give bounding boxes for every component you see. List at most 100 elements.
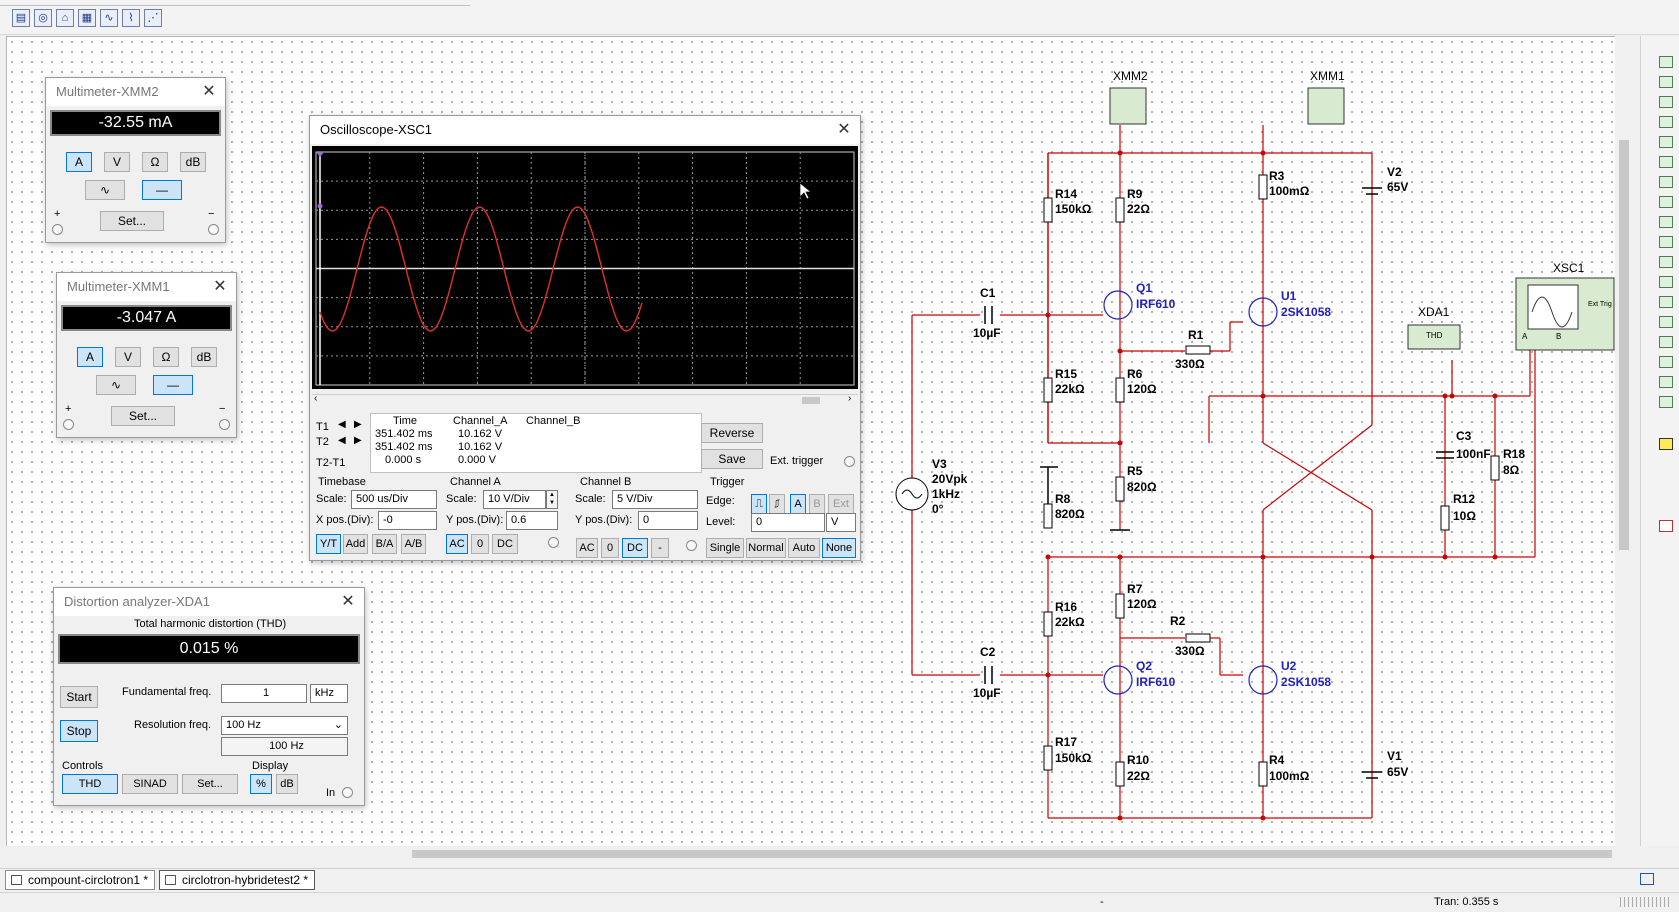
trigger-auto-button[interactable]: Auto <box>788 538 820 558</box>
instrument-icon[interactable] <box>1659 316 1673 328</box>
volts-button[interactable]: V <box>115 347 141 367</box>
ac-mode-button[interactable]: ∿ <box>96 375 136 395</box>
channel-b-ac-button[interactable]: AC <box>576 538 598 558</box>
ohms-button[interactable]: Ω <box>153 347 179 367</box>
set-button[interactable]: Set... <box>111 406 175 426</box>
chevron-down-icon[interactable]: ⌄ <box>333 719 343 731</box>
start-button[interactable]: Start <box>60 686 98 708</box>
measurement-probe-icon[interactable] <box>1659 520 1673 532</box>
instrument-icon[interactable] <box>1659 156 1673 168</box>
trigger-single-button[interactable]: Single <box>706 538 744 558</box>
falling-edge-icon[interactable]: ⎎ <box>769 494 785 514</box>
t2-left-arrow-icon[interactable]: ◀ <box>338 435 346 446</box>
a-over-b-button[interactable]: A/B <box>401 534 426 554</box>
channel-a-terminal[interactable] <box>548 537 559 548</box>
scope-scroll-thumb[interactable] <box>802 397 820 404</box>
minus-terminal[interactable] <box>208 224 219 235</box>
vertical-scroll-thumb[interactable] <box>1619 140 1629 550</box>
ext-trigger-terminal[interactable] <box>844 456 855 467</box>
stop-button[interactable]: Stop <box>60 720 98 742</box>
sinad-button[interactable]: SINAD <box>122 774 178 794</box>
channel-a-dc-button[interactable]: DC <box>492 534 518 554</box>
close-icon[interactable]: ✕ <box>341 593 355 610</box>
b-over-a-button[interactable]: B/A <box>372 534 397 554</box>
set-button[interactable]: Set... <box>182 774 238 794</box>
tab-circlotron-hybridetest2[interactable]: circlotron-hybridetest2 * <box>159 870 315 890</box>
chart-icon[interactable]: ⋰ <box>144 9 162 27</box>
instrument-icon[interactable] <box>1659 376 1673 388</box>
window-layout-icon[interactable] <box>1640 873 1654 885</box>
t2-right-arrow-icon[interactable]: ▶ <box>354 435 362 446</box>
timebase-xpos-input[interactable]: -0 <box>378 511 437 530</box>
close-icon[interactable]: ✕ <box>213 278 227 295</box>
trigger-none-button[interactable]: None <box>822 538 856 558</box>
ac-mode-button[interactable]: ∿ <box>85 180 125 200</box>
db-button[interactable]: dB <box>180 152 206 172</box>
instrument-icon[interactable] <box>1659 256 1673 268</box>
channel-a-ypos-input[interactable]: 0.6 <box>506 511 558 530</box>
reverse-button[interactable]: Reverse <box>701 423 763 443</box>
resize-grip-icon[interactable] <box>1620 897 1670 907</box>
horizontal-scroll-thumb[interactable] <box>412 850 1612 858</box>
plus-terminal[interactable] <box>52 224 63 235</box>
volts-button[interactable]: V <box>104 152 130 172</box>
instrument-icon[interactable] <box>1659 336 1673 348</box>
channel-b-terminal[interactable] <box>686 540 697 551</box>
dc-mode-button[interactable]: — <box>153 375 193 395</box>
resolution-freq-select[interactable]: 100 Hz ⌄ <box>221 716 348 735</box>
fundamental-freq-input[interactable]: 1 <box>221 684 307 703</box>
plus-terminal[interactable] <box>63 419 74 430</box>
close-icon[interactable]: ✕ <box>837 121 851 138</box>
trigger-source-ext-button[interactable]: Ext <box>828 494 854 514</box>
plot-icon[interactable]: ⌇ <box>122 9 140 27</box>
trigger-level-unit[interactable]: V <box>826 513 856 532</box>
graph-icon[interactable]: ▤ <box>12 9 30 27</box>
trigger-source-a-button[interactable]: A <box>790 494 806 514</box>
percent-button[interactable]: % <box>250 774 272 794</box>
db-button[interactable]: dB <box>191 347 217 367</box>
amps-button[interactable]: A <box>66 152 92 172</box>
spin-up-icon[interactable]: ▲ <box>549 492 555 498</box>
add-button[interactable]: Add <box>343 534 368 554</box>
analyzer-icon[interactable]: ▦ <box>78 9 96 27</box>
set-button[interactable]: Set... <box>100 211 164 231</box>
channel-b-dc-button[interactable]: DC <box>622 538 648 558</box>
thd-button[interactable]: THD <box>62 774 118 794</box>
chevron-right-icon[interactable]: › <box>848 393 852 404</box>
minus-terminal[interactable] <box>219 419 230 430</box>
instrument-icon[interactable] <box>1659 296 1673 308</box>
trigger-source-b-button[interactable]: B <box>809 494 825 514</box>
instrument-icon[interactable] <box>1659 236 1673 248</box>
yt-button[interactable]: Y/T <box>316 534 341 554</box>
t1-right-arrow-icon[interactable]: ▶ <box>354 419 362 430</box>
channel-b-ypos-input[interactable]: 0 <box>638 511 698 530</box>
instrument-icon[interactable] <box>1659 76 1673 88</box>
rising-edge-icon[interactable]: ⎍ <box>751 494 767 514</box>
instrument-icon[interactable] <box>1659 396 1673 408</box>
timebase-scale-input[interactable]: 500 us/Div <box>351 490 437 509</box>
save-button[interactable]: Save <box>701 449 763 469</box>
channel-b-zero-button[interactable]: 0 <box>601 538 619 558</box>
trigger-normal-button[interactable]: Normal <box>746 538 786 558</box>
instrument-icon[interactable] <box>1659 216 1673 228</box>
instrument-icon[interactable] <box>1659 356 1673 368</box>
close-icon[interactable]: ✕ <box>202 83 216 100</box>
trigger-level-input[interactable]: 0 <box>751 513 825 532</box>
channel-b-minus-button[interactable]: - <box>651 538 669 558</box>
ohms-button[interactable]: Ω <box>142 152 168 172</box>
channel-a-scale-input[interactable]: 10 V/Div <box>483 490 546 509</box>
tab-compount-circlotron1[interactable]: compount-circlotron1 * <box>5 870 155 890</box>
chevron-left-icon[interactable]: ‹ <box>314 393 318 404</box>
fundamental-freq-unit[interactable]: kHz <box>310 684 348 703</box>
instrument-icon[interactable] <box>1659 116 1673 128</box>
spin-down-icon[interactable]: ▼ <box>549 500 555 506</box>
input-terminal[interactable] <box>342 787 353 798</box>
channel-b-scale-input[interactable]: 5 V/Div <box>612 490 698 509</box>
dc-mode-button[interactable]: — <box>142 180 182 200</box>
amps-button[interactable]: A <box>77 347 103 367</box>
instrument-icon[interactable] <box>1659 96 1673 108</box>
multimeter-icon[interactable]: ⌂ <box>56 9 74 27</box>
waveform-icon[interactable]: ∿ <box>100 9 118 27</box>
channel-a-scale-spinner[interactable]: ▲▼ <box>546 490 558 509</box>
instrument-icon[interactable] <box>1659 56 1673 68</box>
